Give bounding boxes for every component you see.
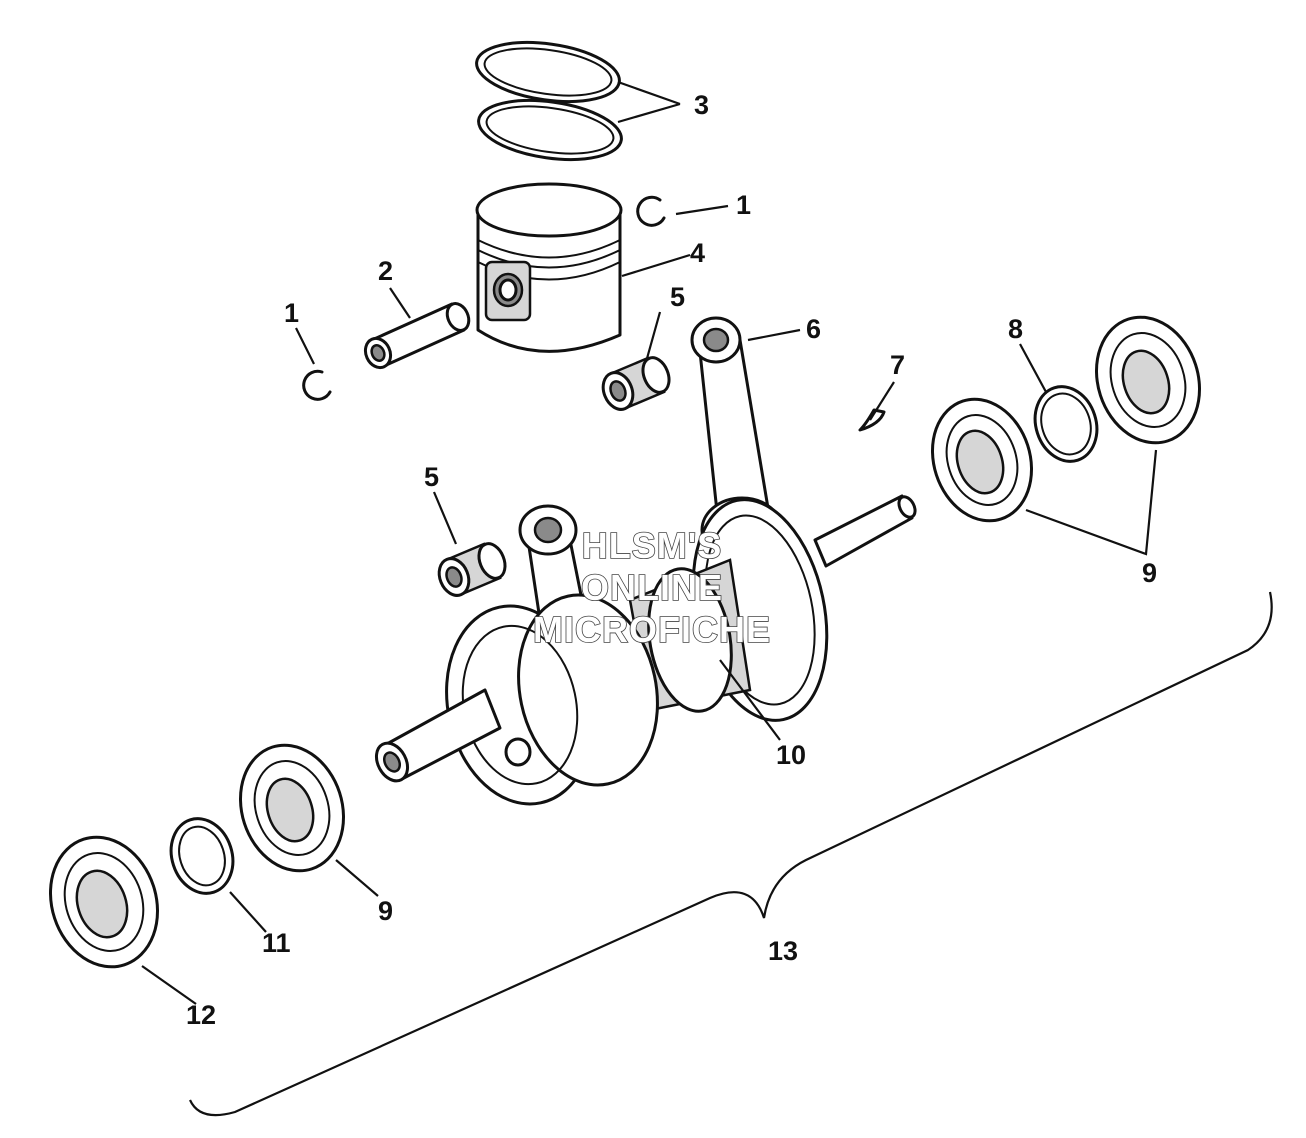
piston-ring-lower (477, 99, 623, 161)
assembly-bracket (188, 591, 1273, 1117)
needle-bearing-lower (437, 542, 507, 597)
leader-lines (141, 80, 1158, 1005)
watermark-line-1: HLSM'S (582, 525, 723, 566)
piston-pin (363, 302, 471, 370)
watermark-line-2: ONLINE (581, 567, 723, 608)
callout-5-lower: 5 (424, 462, 439, 492)
woodruff-key (858, 408, 886, 432)
spacer-ring (1033, 385, 1099, 463)
watermark: HLSM'S ONLINE MICROFICHE (532, 524, 771, 651)
main-bearing-right-outer (1094, 315, 1202, 445)
crankshaft (374, 494, 917, 806)
piston-pin-circlip-left (302, 369, 332, 401)
main-bearing-left (238, 743, 346, 873)
main-bearing-right-inner (930, 397, 1034, 523)
needle-bearing-upper (601, 356, 671, 411)
callout-10: 10 (776, 740, 806, 770)
callout-1-right: 1 (736, 190, 751, 220)
callout-5-upper: 5 (670, 282, 685, 312)
callout-1-left: 1 (284, 298, 299, 328)
callout-2: 2 (378, 256, 393, 286)
oil-seal (49, 835, 159, 969)
callout-13: 13 (768, 936, 798, 966)
piston-pin-circlip-right (636, 195, 666, 227)
piston (475, 182, 623, 353)
callout-7: 7 (890, 350, 905, 380)
callout-3: 3 (694, 90, 709, 120)
labyrinth-ring (169, 817, 235, 895)
piston-ring-upper (475, 41, 621, 103)
callout-11: 11 (262, 928, 291, 958)
callout-12: 12 (186, 1000, 216, 1030)
callout-9-right: 9 (1142, 558, 1157, 588)
callout-9-left: 9 (378, 896, 393, 926)
watermark-line-3: MICROFICHE (533, 609, 771, 650)
callout-8: 8 (1008, 314, 1023, 344)
callout-6: 6 (806, 314, 821, 344)
callout-4: 4 (690, 238, 705, 268)
